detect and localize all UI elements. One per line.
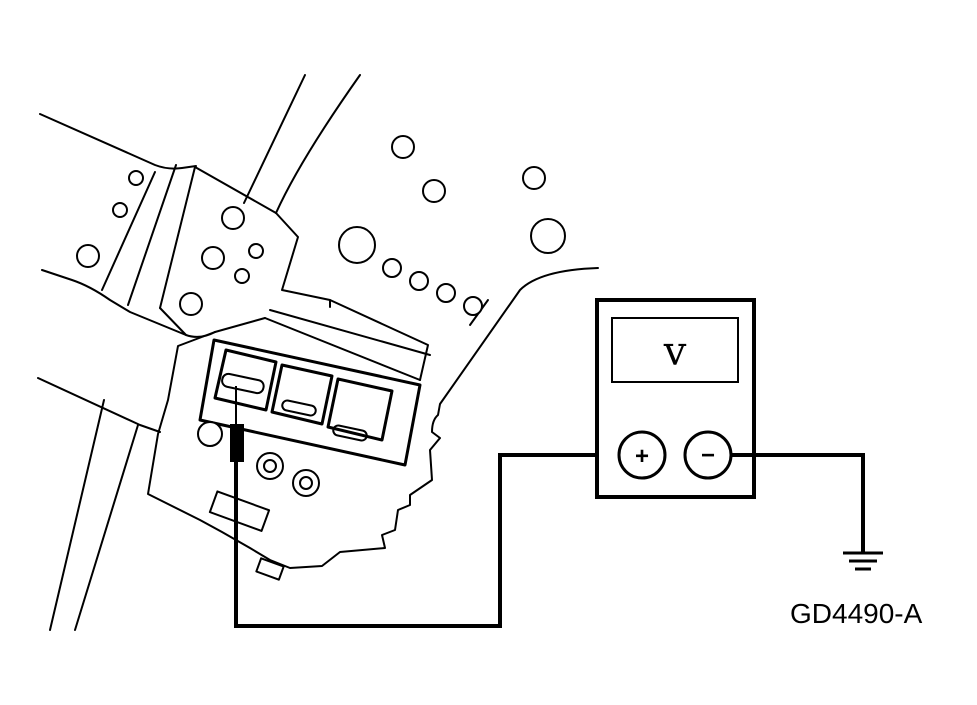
mounting-holes [76,135,566,316]
voltmeter-display-symbol: v [663,329,687,375]
ground-symbol-icon [843,551,883,571]
voltmeter: v + − [595,298,756,499]
bracket-fittings [197,421,320,581]
connector-block [198,338,422,467]
test-probe [230,386,244,462]
vehicle-frame-outline [37,74,599,631]
ground-lead-wire [731,453,865,553]
positive-terminal-label: + [635,443,649,470]
negative-terminal-label: − [701,442,715,469]
figure-id-label: GD4490-A [790,598,923,629]
probe-lead-wire [234,453,620,628]
voltmeter-display [611,317,739,383]
positive-terminal-icon [617,430,667,480]
